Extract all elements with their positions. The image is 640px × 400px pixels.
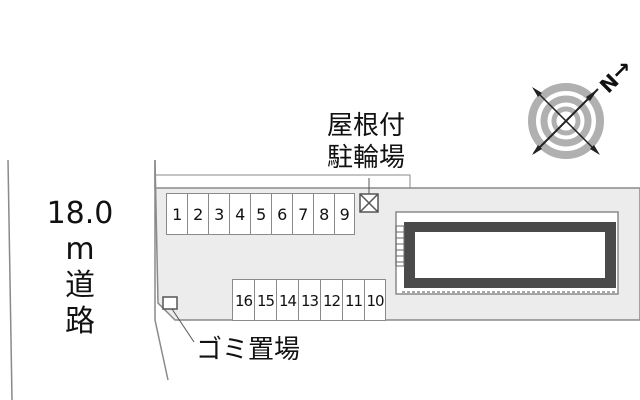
bike-parking-label-line1: 屋根付 [327,111,406,141]
building [395,211,619,295]
parking-slot: 1 [166,193,187,235]
compass-north-arrow: ↗ [612,59,630,84]
road-unit-label: m [65,232,95,267]
parking-slot: 4 [229,193,250,235]
trash-area-label: ゴミ置場 [196,335,301,365]
bike-parking-label: 屋根付 駐輪場 [327,110,405,174]
parking-row-bottom: 16 15 14 13 12 11 10 [232,279,386,321]
parking-slot: 2 [187,193,208,235]
road-edge [7,159,13,400]
parking-slot: 5 [250,193,271,235]
bike-shelter-icon [359,178,379,213]
parking-slot: 13 [298,279,320,321]
parking-row-top: 1 2 3 4 5 6 7 8 9 [166,193,355,235]
road-label: 18.0 m 道 路 [40,196,120,340]
compass-icon [528,83,604,159]
lot-top-boundary [155,174,411,188]
parking-slot: 15 [254,279,276,321]
parking-slot: 7 [292,193,313,235]
bike-parking-label-line2: 駐輪場 [327,143,406,173]
road-label-char-2: 路 [65,304,95,339]
lot-left-boundary [154,160,169,381]
parking-slot: 8 [313,193,334,235]
trash-bin-icon [162,296,195,343]
building-stairs [395,225,405,267]
parking-slot: 14 [276,279,298,321]
parking-slot: 6 [271,193,292,235]
parking-slot: 9 [334,193,355,235]
parking-slot: 12 [320,279,342,321]
road-width-label: 18.0 [46,196,114,231]
road-label-char-1: 道 [65,268,95,303]
parking-slot: 3 [208,193,229,235]
parking-slot: 16 [232,279,254,321]
parking-slot: 11 [342,279,364,321]
parking-slot: 10 [364,279,386,321]
